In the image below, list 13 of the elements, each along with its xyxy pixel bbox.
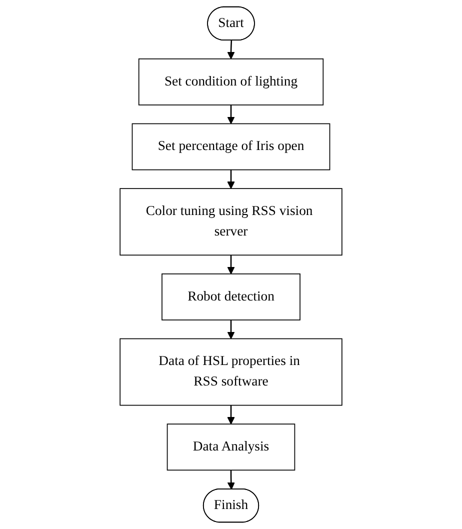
arrow xyxy=(227,470,235,490)
arrow xyxy=(227,40,235,60)
arrow xyxy=(227,104,235,124)
node-box: Robot detection xyxy=(162,273,300,320)
node-box: Set condition of lighting xyxy=(138,58,324,106)
node-box: Data of HSL properties in RSS software xyxy=(120,338,342,406)
arrow xyxy=(227,255,235,274)
arrow xyxy=(227,405,235,424)
arrow xyxy=(227,320,235,340)
arrow xyxy=(227,170,235,189)
node-box: Set percentage of Iris open xyxy=(132,123,330,170)
node-box: Color tuning using RSS vision server xyxy=(120,188,342,256)
node-box: Data Analysis xyxy=(166,424,296,471)
